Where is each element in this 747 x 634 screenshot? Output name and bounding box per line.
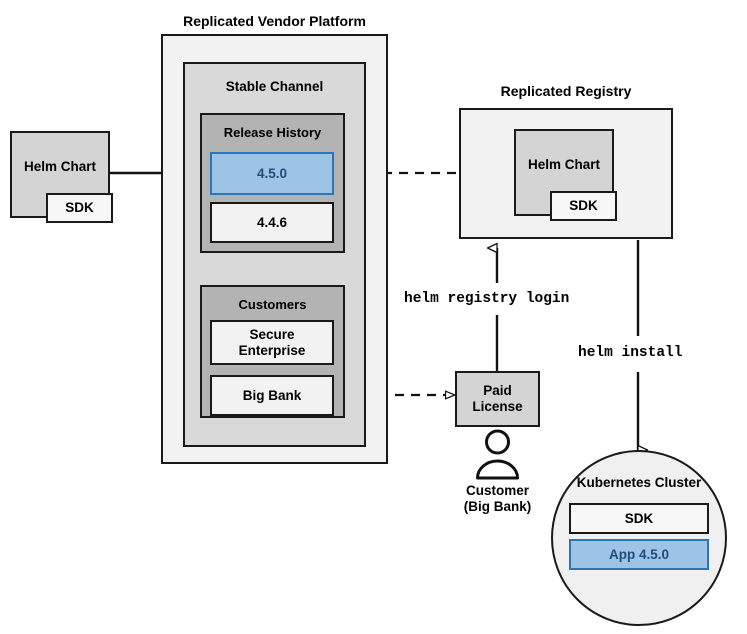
stable-channel-label: Stable Channel <box>225 79 324 94</box>
release-history-label: Release History <box>223 125 322 140</box>
registry-sdk-label: SDK <box>569 198 598 214</box>
source-sdk-box: SDK <box>46 193 113 223</box>
paid-license-label: Paid License <box>472 383 523 414</box>
registry-title: Replicated Registry <box>500 83 632 99</box>
release-version-label: 4.5.0 <box>256 165 288 181</box>
source-helm-chart-label: Helm Chart <box>23 158 96 174</box>
paid-license-box: Paid License <box>455 371 540 427</box>
release-item-4-4-6[interactable]: 4.4.6 <box>210 202 334 243</box>
registry-sdk-box: SDK <box>550 191 617 221</box>
release-item-4-5-0[interactable]: 4.5.0 <box>210 152 334 195</box>
source-sdk-label: SDK <box>65 200 94 216</box>
customer-caption: Customer (Big Bank) <box>463 483 532 514</box>
customer-name-label: Secure Enterprise <box>238 326 306 358</box>
platform-title: Replicated Vendor Platform <box>183 13 366 29</box>
user-avatar-icon <box>476 429 519 480</box>
customers-label: Customers <box>238 297 307 312</box>
helm-install-command: helm install <box>578 345 683 361</box>
cluster-component-app: App 4.5.0 <box>569 539 709 570</box>
kubernetes-cluster-circle <box>551 450 727 626</box>
customer-name-label: Big Bank <box>242 387 302 403</box>
kubernetes-cluster-label: Kubernetes Cluster <box>576 475 702 491</box>
cluster-component-sdk: SDK <box>569 503 709 534</box>
registry-helm-chart-label: Helm Chart <box>527 156 600 172</box>
release-version-label: 4.4.6 <box>256 214 288 230</box>
customer-item-secure-enterprise[interactable]: Secure Enterprise <box>210 320 334 365</box>
customer-item-big-bank[interactable]: Big Bank <box>210 375 334 416</box>
helm-registry-login-command: helm registry login <box>404 291 570 307</box>
cluster-component-label: SDK <box>624 510 654 526</box>
cluster-component-label: App 4.5.0 <box>608 546 670 562</box>
